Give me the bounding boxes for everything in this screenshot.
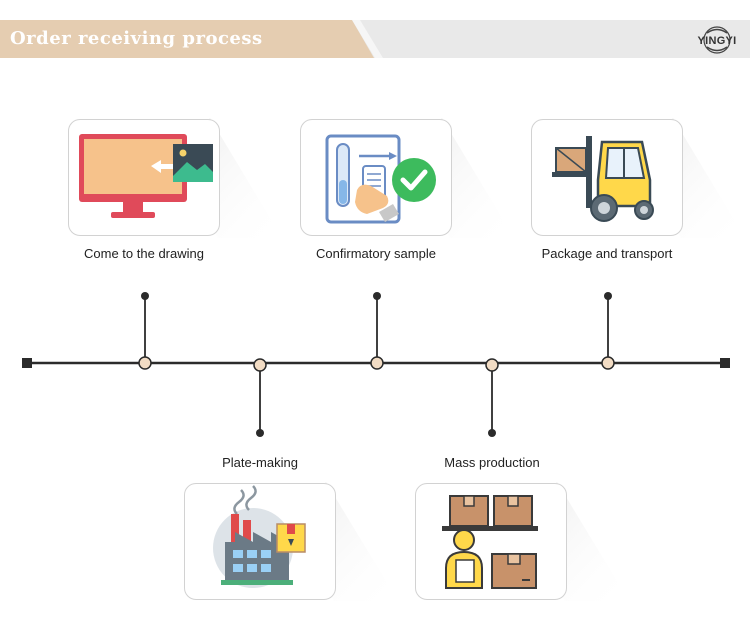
logo-swirl-icon [703, 26, 731, 54]
timeline-node-5 [601, 356, 615, 370]
factory-icon [213, 485, 306, 588]
timeline-node-4 [485, 358, 499, 372]
step-card-package-and-transport [531, 119, 683, 236]
step-label-1: Come to the drawing [84, 246, 204, 261]
logo-text: YINGYI [697, 35, 737, 47]
worker-boxes-icon [442, 495, 538, 589]
step-card-confirmatory-sample [300, 119, 452, 236]
timeline-end-cap [720, 358, 730, 368]
step-card-plate-making [184, 483, 336, 600]
sample-check-icon [325, 134, 436, 224]
header-band [0, 20, 750, 58]
timeline-node-1 [138, 356, 152, 370]
step-card-come-to-the-drawing [68, 119, 220, 236]
step-card-mass-production [415, 483, 567, 600]
step-label-2: Plate-making [222, 455, 298, 470]
page-title: Order receiving process [10, 28, 263, 49]
brand-logo: YINGYI [694, 24, 740, 56]
monitor-image-icon [79, 134, 213, 218]
timeline-node-3 [370, 356, 384, 370]
step-label-5: Package and transport [541, 246, 673, 261]
step-label-4: Mass production [444, 455, 540, 470]
forklift-icon [552, 136, 654, 222]
timeline-start-cap [22, 358, 32, 368]
timeline-node-2 [253, 358, 267, 372]
step-label-3: Confirmatory sample [316, 246, 436, 261]
